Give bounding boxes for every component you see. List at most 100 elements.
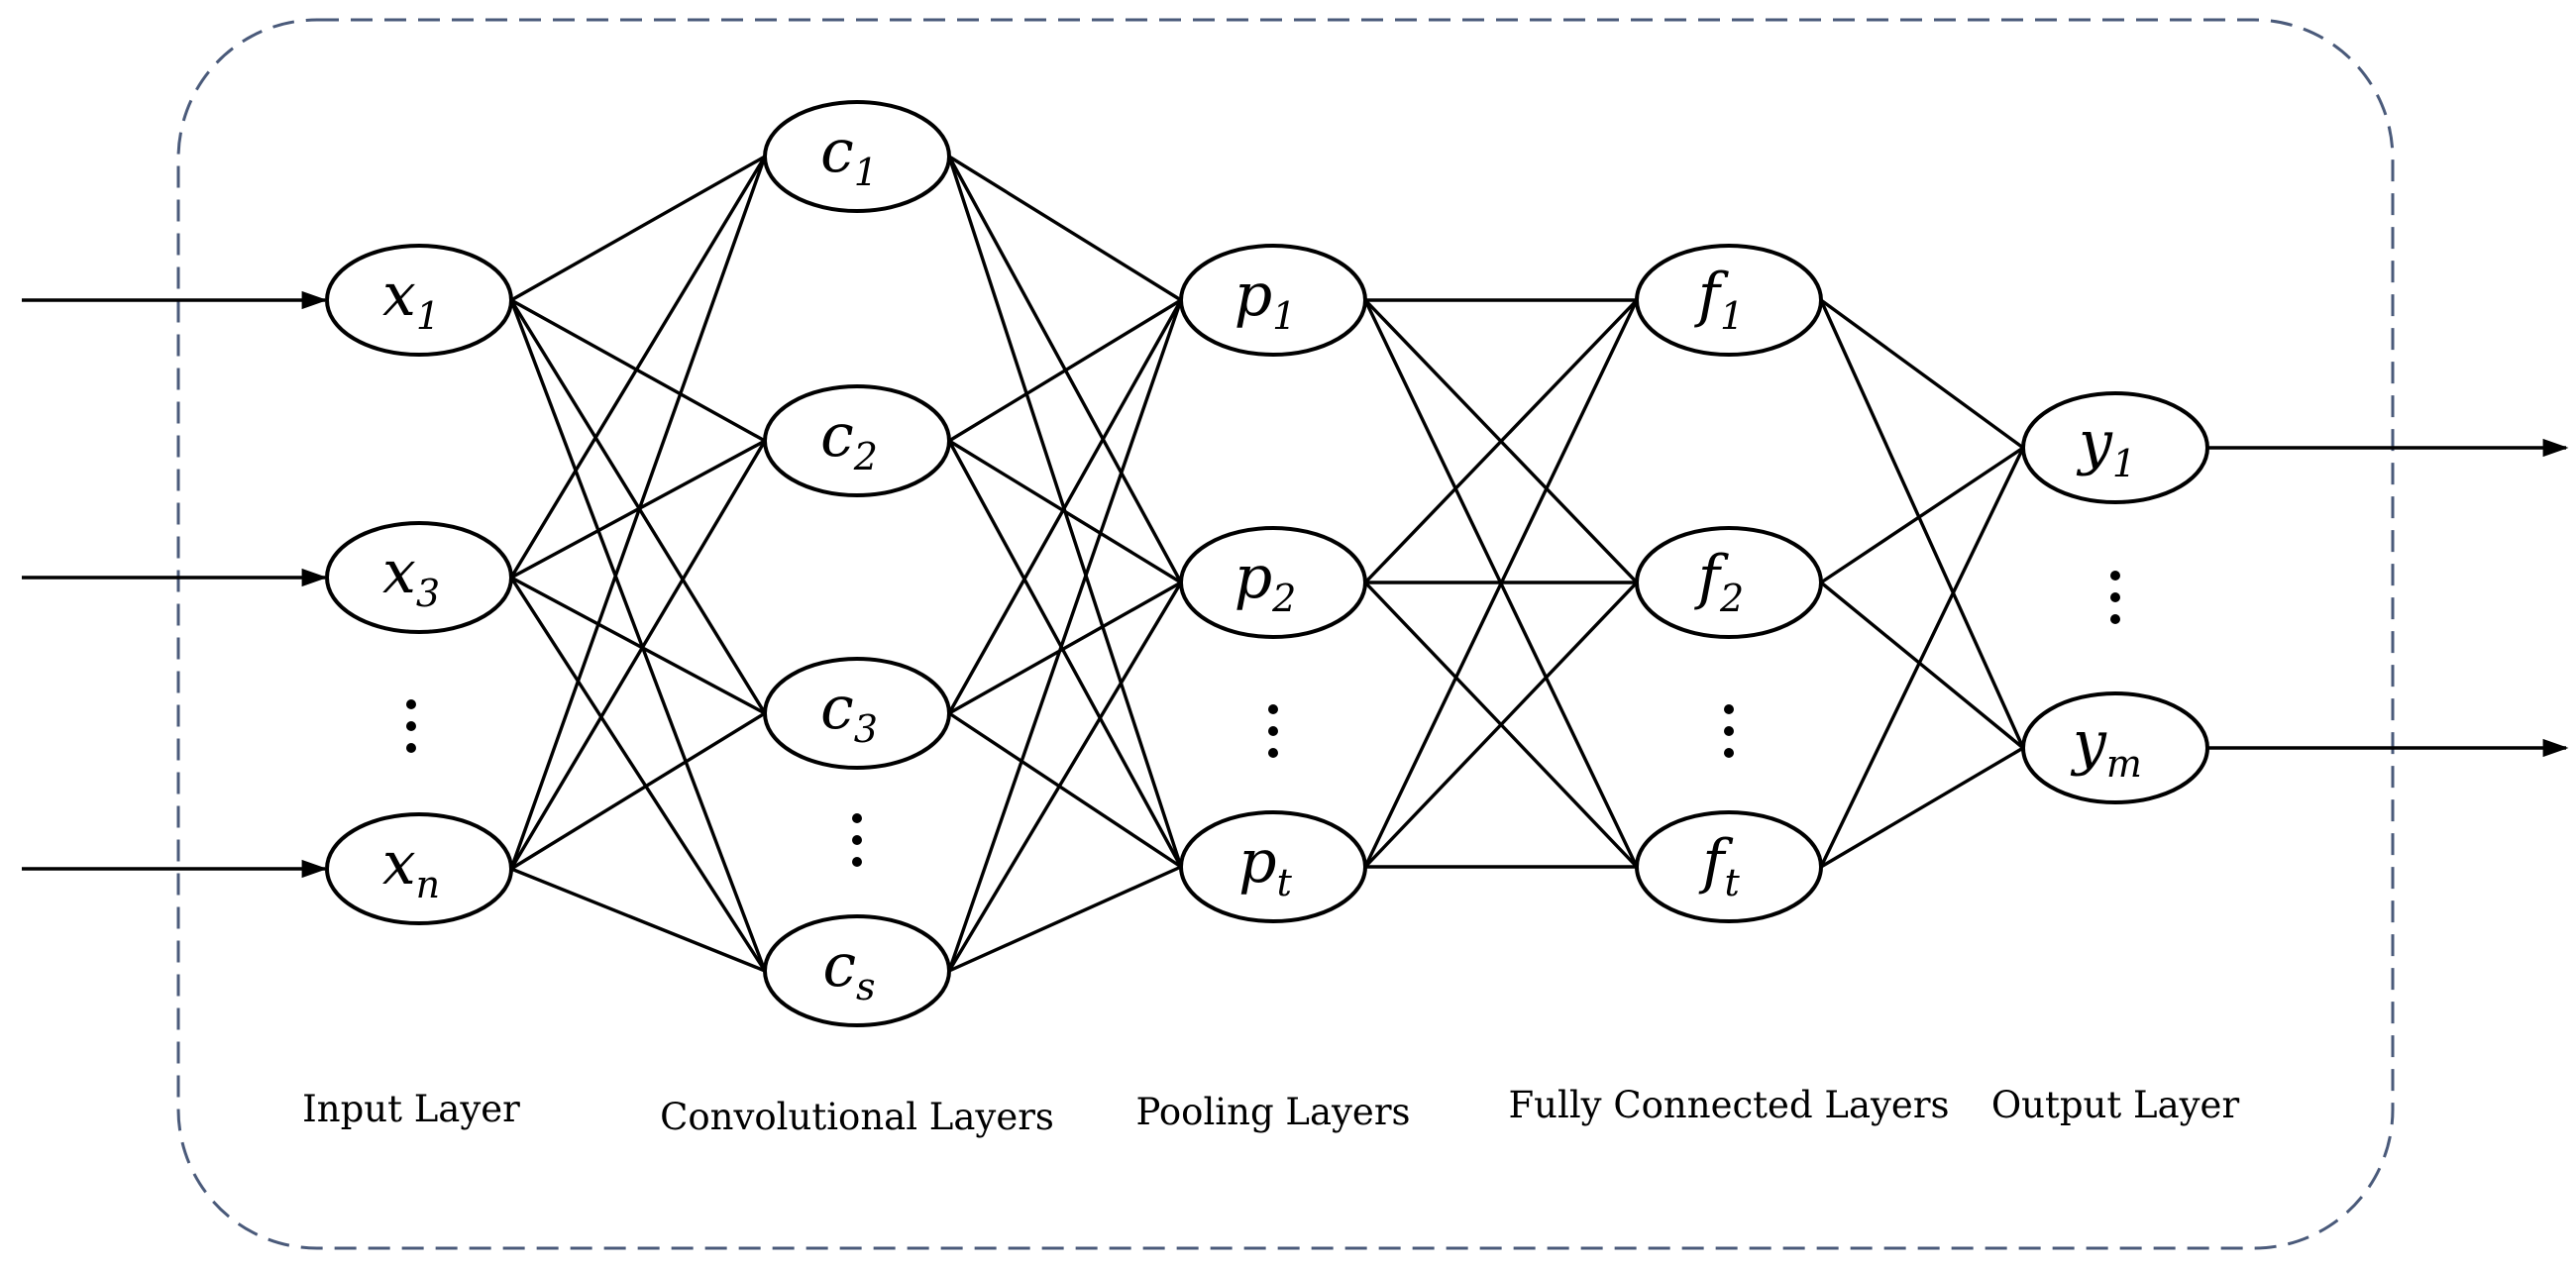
node-label: p2: [1234, 543, 1297, 620]
node-variable: y: [2076, 408, 2113, 477]
node-ellipse: [2021, 391, 2209, 504]
node-ellipse: [763, 384, 951, 497]
node-variable: x: [382, 261, 416, 330]
node-c1: c1: [763, 100, 951, 213]
edge-f2-ym: [1819, 581, 2025, 750]
node-ym: ym: [2021, 691, 2209, 804]
node-ellipse: [2021, 691, 2209, 804]
node-subscript: 1: [854, 151, 878, 194]
node-subscript: 3: [416, 572, 440, 615]
ellipses-group: [406, 571, 2120, 867]
ellipsis-dot: [1268, 748, 1278, 758]
edge-f1-ym: [1819, 299, 2025, 749]
edge-f2-y1: [1820, 446, 2024, 584]
node-label: c2: [820, 401, 878, 478]
node-ellipse: [325, 521, 513, 634]
node-ellipse: [325, 812, 513, 925]
node-variable: x: [382, 538, 416, 607]
node-ellipse: [1179, 526, 1367, 639]
edge-x3-c3: [510, 576, 766, 715]
ellipsis-dot: [1724, 748, 1734, 758]
node-ellipse: [763, 100, 951, 213]
edge-x3-c1: [509, 156, 767, 579]
layer-label-conv: Convolutional Layers: [660, 1096, 1054, 1138]
node-c2: c2: [763, 384, 951, 497]
node-variable: p: [1234, 261, 1272, 330]
layer-label-pool: Pooling Layers: [1136, 1091, 1411, 1133]
node-label: c3: [820, 674, 878, 751]
node-subscript: m: [2106, 742, 2142, 786]
vertical-ellipsis-pool: [1268, 704, 1278, 758]
node-xn: xn: [325, 812, 513, 925]
node-subscript: 1: [416, 294, 440, 338]
edge-pt-f1: [1363, 299, 1639, 868]
edge-c2-pt: [947, 440, 1183, 868]
ellipsis-dot: [2110, 592, 2120, 602]
edge-f1-y1: [1819, 298, 2025, 450]
node-variable: p: [1238, 827, 1276, 897]
ellipsis-dot: [406, 721, 416, 731]
ellipsis-dot: [1268, 726, 1278, 736]
ellipsis-dot: [2110, 571, 2120, 581]
vertical-ellipsis-input: [406, 699, 416, 753]
node-ellipse: [1179, 244, 1367, 357]
node-pt: pt: [1179, 810, 1367, 923]
vertical-ellipsis-conv: [852, 813, 862, 867]
ellipsis-dot: [852, 857, 862, 867]
network-frame: [176, 18, 2395, 1250]
edge-xn-c3: [510, 711, 766, 871]
node-variable: c: [820, 674, 854, 743]
node-label: p1: [1234, 261, 1297, 338]
edge-ft-ym: [1820, 746, 2024, 869]
edge-x1-c2: [510, 298, 766, 443]
node-f1: f1: [1635, 244, 1823, 357]
edge-c1-p1: [948, 155, 1182, 302]
node-label: pt: [1238, 827, 1292, 904]
node-label: cs: [822, 931, 875, 1008]
layer-label-input: Input Layer: [302, 1088, 520, 1130]
node-subscript: 1: [2112, 442, 2136, 485]
node-variable: p: [1234, 543, 1272, 612]
node-f2: f2: [1635, 526, 1823, 639]
ellipsis-dot: [1268, 704, 1278, 714]
node-subscript: t: [1277, 861, 1293, 904]
edge-xn-c2: [509, 440, 767, 870]
node-variable: c: [820, 117, 854, 186]
node-p1: p1: [1179, 244, 1367, 357]
node-variable: c: [820, 401, 854, 471]
node-ellipse: [1635, 810, 1823, 923]
node-subscript: 1: [1272, 294, 1296, 338]
edge-ft-y1: [1819, 447, 2025, 868]
node-subscript: t: [1724, 861, 1740, 904]
edge-cs-pt: [948, 865, 1182, 973]
layer-label-output: Output Layer: [1991, 1084, 2240, 1126]
edge-x1-cs: [509, 299, 767, 972]
edge-x1-c1: [510, 155, 766, 302]
node-ellipse: [1635, 244, 1823, 357]
node-x1: x1: [325, 244, 513, 357]
node-ellipse: [763, 914, 951, 1027]
node-subscript: n: [416, 863, 440, 906]
edge-pt-f2: [1363, 581, 1639, 869]
vertical-ellipsis-output: [2110, 571, 2120, 624]
node-label: x3: [382, 538, 440, 615]
arrows-group: [22, 290, 2569, 879]
edge-cs-p2: [947, 582, 1183, 972]
ellipsis-dot: [852, 813, 862, 823]
node-ellipse: [325, 244, 513, 357]
ellipsis-dot: [2110, 614, 2120, 624]
node-y1: y1: [2021, 391, 2209, 504]
edge-xn-c1: [509, 156, 767, 870]
ellipsis-dot: [1724, 726, 1734, 736]
ellipsis-dot: [852, 835, 862, 845]
layer-label-fc: Fully Connected Layers: [1508, 1084, 1949, 1126]
node-variable: x: [382, 829, 416, 899]
edge-c2-p1: [948, 298, 1182, 443]
node-variable: y: [2070, 708, 2107, 778]
edges-group: [509, 155, 2025, 973]
node-label: y1: [2076, 408, 2136, 485]
node-subscript: 2: [1271, 577, 1296, 620]
edge-x3-cs: [509, 577, 767, 972]
